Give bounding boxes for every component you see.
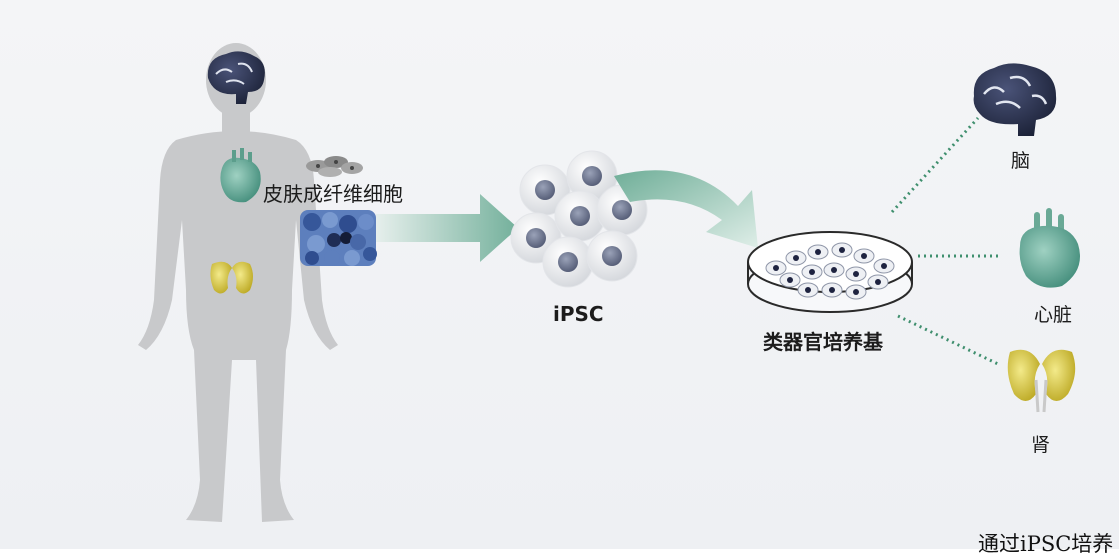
body-kidney-icon [210,261,253,294]
ipsc-label: iPSC [553,302,604,326]
connector-kidney [897,314,999,366]
organoid-culture-dish [747,231,913,313]
organoid-culture-label: 类器官培养基 [763,330,883,354]
brain-label: 脑 [1011,150,1031,172]
heart-icon [1019,208,1080,288]
ipsc-cell-cluster [510,150,648,288]
head-brain-icon [207,51,265,104]
arrow-to-ipsc [376,194,518,262]
kidney-icon [1007,349,1076,413]
kidney-label: 肾 [1031,434,1051,456]
organ-connector-lines [890,116,1000,366]
fibroblast-label: 皮肤成纤维细胞 [263,182,403,206]
skin-cell-cluster [300,210,377,266]
brain-icon [973,63,1057,136]
connector-brain [890,116,980,214]
heart-label: 心脏 [1034,304,1073,326]
body-heart-icon [220,148,261,203]
fibroblast-cells-icon [306,156,363,177]
figure-caption: 通过iPSC培养 [978,532,1114,556]
arrow-to-organoid-dish [614,170,758,248]
